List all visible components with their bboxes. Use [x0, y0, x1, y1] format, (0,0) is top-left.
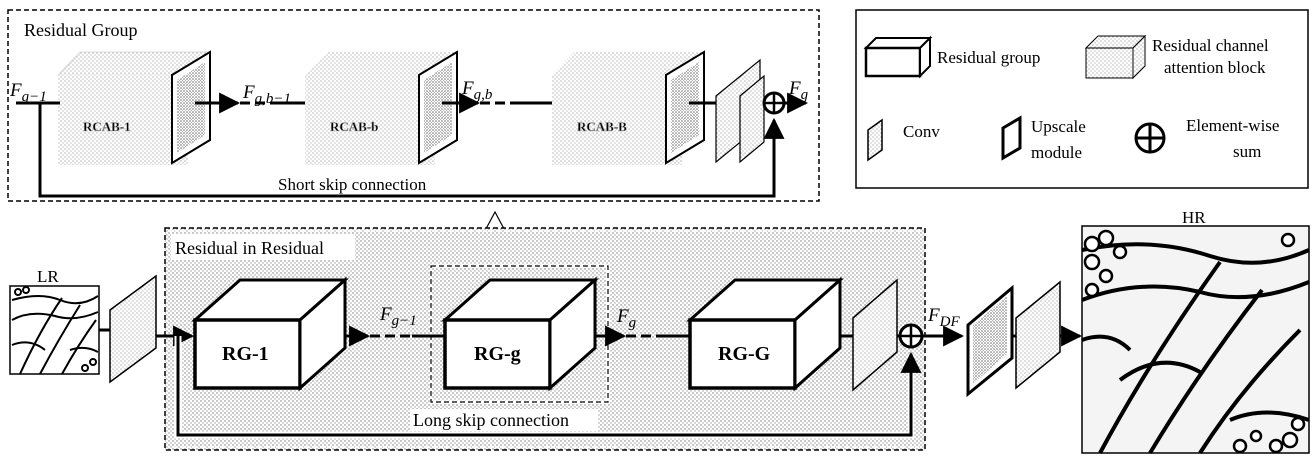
legend-rcab-line1: Residual channel [1152, 36, 1269, 55]
rcab-block-B: RCAB-B [552, 50, 705, 165]
feature-label: F [9, 80, 22, 101]
rg-g-label: RG-g [474, 343, 521, 365]
sum-icon [1134, 122, 1166, 154]
svg-text:Fg: Fg [616, 306, 637, 331]
sum-icon [762, 91, 786, 115]
rg-block-G: RG-G [686, 276, 844, 392]
upscale-plate-icon [966, 284, 1014, 398]
feature-label: F [242, 82, 255, 103]
hr-image: HR [1081, 208, 1310, 455]
legend-conv: Conv [903, 122, 940, 141]
rg-1-label: RG-1 [222, 343, 269, 365]
rcab-block-b: RCAB-b [305, 50, 458, 165]
feature-label: F [379, 304, 392, 325]
upscale-plate-icon [1001, 115, 1022, 161]
svg-text:Fg: Fg [788, 78, 809, 103]
legend-sum-line2: sum [1233, 142, 1261, 161]
hr-label: HR [1182, 208, 1206, 227]
rir-panel: Residual in Residual RG-1 RG-g RG-G [155, 227, 926, 451]
svg-text:RCAB-1: RCAB-1 [83, 119, 131, 134]
feature-sub: g [801, 87, 809, 103]
conv-plate-icon [867, 118, 883, 162]
feature-sub: g,b−1 [255, 91, 291, 107]
rg-block-g: RG-g [441, 276, 599, 392]
feature-label: F [927, 305, 940, 326]
residual-group-title: Residual Group [24, 20, 137, 40]
feature-sub: DF [939, 314, 961, 330]
legend-rcab-line2: attention block [1164, 58, 1266, 77]
legend-upscale-line1: Upscale [1031, 117, 1086, 136]
legend-residual-group: Residual group [937, 48, 1040, 67]
conv-plate-icon [1015, 280, 1061, 390]
residual-group-panel: Residual Group RCAB-1 RCAB-b RCAB-B [7, 9, 820, 202]
feature-sub: g−1 [392, 313, 417, 329]
svg-text:Fg−1: Fg−1 [379, 304, 417, 329]
rir-title: Residual in Residual [175, 238, 324, 258]
feature-label: F [461, 78, 474, 99]
lr-image: LR [9, 267, 100, 375]
long-skip-label: Long skip connection [413, 410, 569, 430]
rg-G-label: RG-G [718, 343, 771, 365]
conv-plate-icon [715, 58, 765, 164]
legend-sum-line1: Element-wise [1186, 116, 1279, 135]
feature-sub: g−1 [22, 89, 47, 105]
conv-plate-icon [852, 278, 898, 392]
box-icon [863, 35, 933, 79]
sum-icon [898, 323, 924, 349]
short-skip-label: Short skip connection [278, 175, 427, 194]
legend-upscale-line2: module [1031, 143, 1082, 162]
rg-block-1: RG-1 [191, 276, 349, 392]
feature-label: F [616, 306, 629, 327]
svg-text:RCAB-B: RCAB-B [577, 119, 627, 134]
rcab-block-1: RCAB-1 [56, 50, 212, 165]
svg-text:Fg,b: Fg,b [461, 78, 493, 103]
svg-text:Fg,b−1: Fg,b−1 [242, 82, 291, 107]
rcab-icon [1084, 34, 1147, 80]
svg-text:RCAB-b: RCAB-b [330, 119, 378, 134]
svg-text:FDF: FDF [927, 305, 960, 330]
feature-sub: g,b [474, 87, 493, 103]
svg-text:Fg−1: Fg−1 [9, 80, 47, 105]
butterfly-image [11, 286, 99, 375]
feature-sub: g [629, 315, 637, 331]
wing-spots [1083, 229, 1306, 454]
lr-label: LR [37, 267, 59, 286]
feature-label: F [788, 78, 801, 99]
conv-plate-icon [109, 274, 157, 384]
legend-panel: Residual group Residual channel attentio… [855, 9, 1309, 189]
